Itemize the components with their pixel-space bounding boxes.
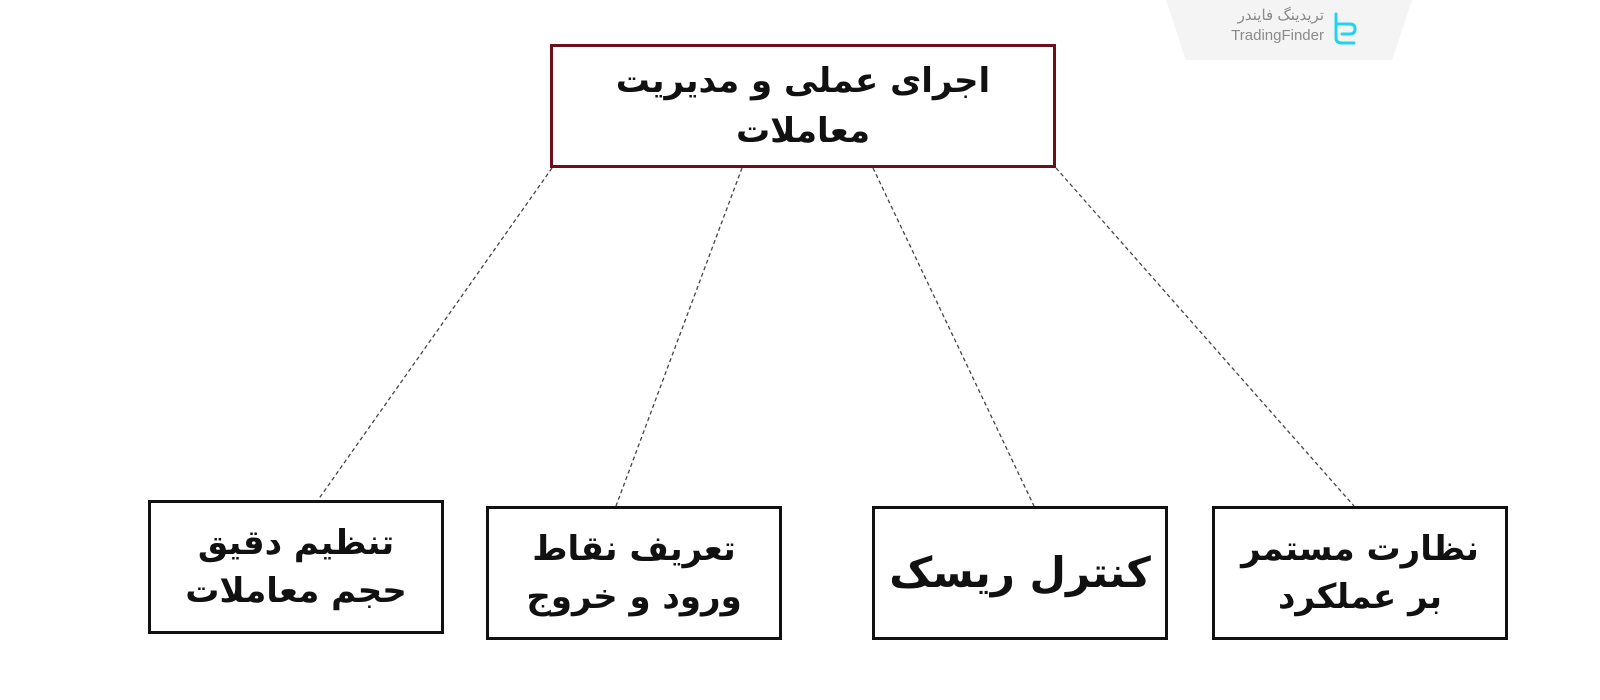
- child-node-risk-control: کنترل ریسک: [872, 506, 1168, 640]
- child-node-entry-exit: تعریف نقاط ورود و خروج: [486, 506, 782, 640]
- root-node-line-2: معاملات: [735, 111, 871, 151]
- child-node-1-line-1: تنظیم دقیق: [197, 523, 395, 563]
- child-node-3-line-1: کنترل ریسک: [889, 548, 1151, 597]
- root-node-line-1: اجرای عملی و مدیریت: [615, 61, 991, 101]
- child-node-2-line-2: ورود و خروج: [526, 577, 742, 617]
- logo-text: تریدینگ فایندر TradingFinder: [1231, 6, 1324, 46]
- connector-line-1: [317, 167, 553, 501]
- root-node: اجرای عملی و مدیریت معاملات: [550, 44, 1056, 168]
- tradingfinder-logo-icon: [1334, 12, 1357, 45]
- child-node-1-line-2: حجم معاملات: [185, 571, 407, 611]
- child-node-performance-monitoring: نظارت مستمر بر عملکرد: [1212, 506, 1508, 640]
- logo-text-fa: تریدینگ فایندر: [1237, 7, 1324, 24]
- connector-line-2: [615, 167, 743, 507]
- tradingfinder-logo: تریدینگ فایندر TradingFinder: [1166, 0, 1412, 60]
- connector-line-4: [1055, 167, 1355, 507]
- child-node-4-line-1: نظارت مستمر: [1241, 529, 1479, 569]
- connector-line-3: [872, 167, 1035, 507]
- child-node-position-sizing: تنظیم دقیق حجم معاملات: [148, 500, 444, 634]
- logo-text-en: TradingFinder: [1231, 27, 1324, 44]
- child-node-4-line-2: بر عملکرد: [1277, 577, 1443, 617]
- child-node-2-line-1: تعریف نقاط: [532, 529, 736, 569]
